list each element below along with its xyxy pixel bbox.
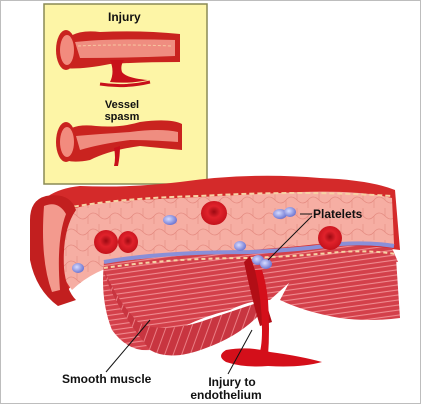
inset-panel <box>44 4 207 184</box>
inset-label-injury: Injury <box>108 11 141 24</box>
inset-label-spasm: spasm <box>104 111 140 123</box>
label-injury-line2: endothelium <box>186 389 266 402</box>
label-platelets: Platelets <box>313 208 362 221</box>
inset-label-vessel: Vessel <box>104 99 140 111</box>
label-smooth-muscle: Smooth muscle <box>62 373 151 386</box>
